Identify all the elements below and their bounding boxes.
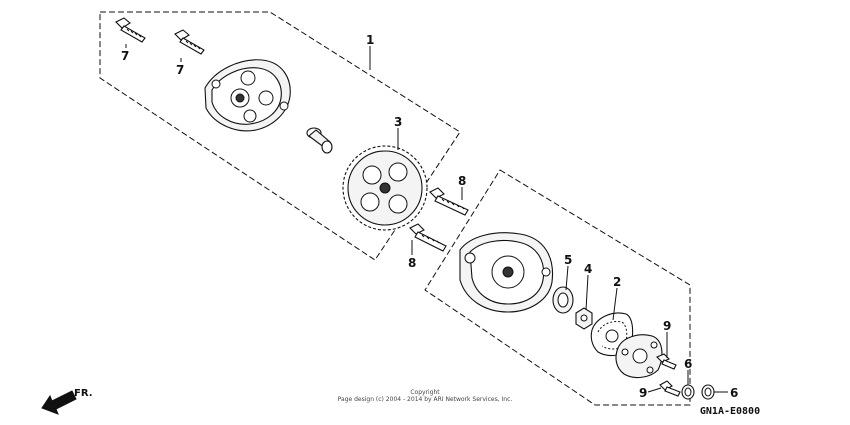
callout-6-left[interactable]: 6 [684, 357, 692, 371]
callout-8-upper[interactable]: 8 [458, 174, 466, 188]
pump-cover[interactable] [204, 59, 291, 132]
callout-7-right[interactable]: 7 [176, 63, 184, 77]
callout-8-lower[interactable]: 8 [408, 256, 416, 270]
callout-5[interactable]: 5 [564, 253, 572, 267]
lower-group-frame [424, 169, 691, 406]
callout-4[interactable]: 4 [584, 262, 592, 276]
driven-gear[interactable] [342, 145, 428, 231]
callout-7-left[interactable]: 7 [121, 49, 129, 63]
callout-1[interactable]: 1 [366, 33, 374, 47]
callout-6-right[interactable]: 6 [730, 386, 738, 400]
screw-9-lower[interactable] [659, 380, 681, 397]
pump-shaft[interactable] [306, 127, 333, 154]
diagram-code: GN1A-E0800 [700, 406, 760, 417]
callout-2[interactable]: 2 [613, 275, 621, 289]
pump-body[interactable] [459, 232, 554, 313]
front-direction-indicator: FR. [41, 388, 93, 415]
nut-4[interactable] [575, 307, 593, 330]
pump-plate[interactable] [615, 334, 663, 379]
copyright-line-1: Copyright [410, 389, 440, 396]
bolt-8-upper[interactable] [429, 187, 469, 216]
front-arrow-icon [41, 390, 77, 415]
front-label: FR. [74, 388, 93, 399]
callout-3[interactable]: 3 [394, 115, 402, 129]
callout-9-lower[interactable]: 9 [639, 386, 647, 400]
o-ring-6-right[interactable] [701, 384, 715, 400]
leader-lines [125, 44, 728, 393]
callout-9-upper[interactable]: 9 [663, 319, 671, 333]
screw-9-upper[interactable] [656, 353, 677, 370]
bolt-7-left[interactable] [115, 17, 146, 43]
copyright-line-2: Page design (c) 2004 - 2014 by ARI Netwo… [338, 396, 513, 403]
washer-5[interactable] [552, 286, 574, 314]
bolt-8-lower[interactable] [409, 223, 447, 252]
bolt-7-right[interactable] [174, 29, 205, 55]
o-ring-6-left[interactable] [681, 384, 695, 400]
